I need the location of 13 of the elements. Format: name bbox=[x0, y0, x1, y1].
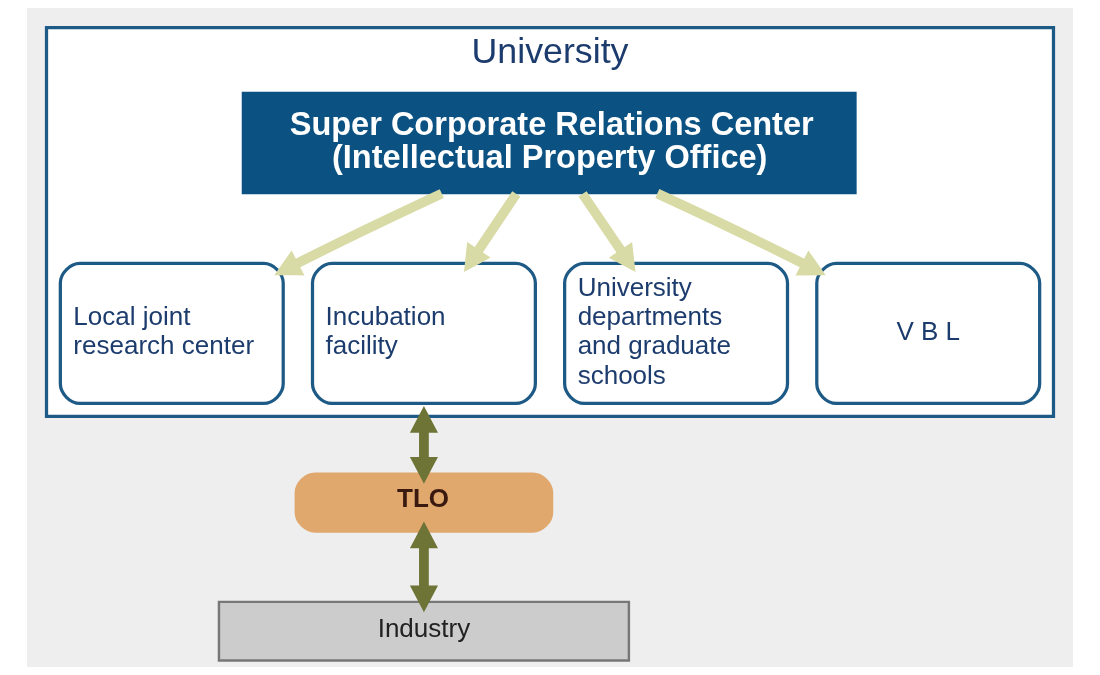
arrow bbox=[409, 521, 438, 613]
arrow bbox=[409, 405, 438, 484]
arrow bbox=[463, 191, 521, 272]
node-box: Industry bbox=[217, 600, 631, 662]
arrow bbox=[578, 191, 636, 272]
node-box: V B L bbox=[815, 261, 1042, 405]
node-box: Local joint research center bbox=[58, 261, 285, 405]
node-box: Super Corporate Relations Center (Intellectual Property Office) bbox=[241, 91, 857, 195]
arrow bbox=[274, 189, 444, 276]
arrow bbox=[655, 189, 826, 276]
node-box: TLO bbox=[294, 472, 554, 533]
node-box: Incubation facility bbox=[310, 261, 537, 405]
node-box: University departments and graduate schools bbox=[563, 261, 790, 405]
